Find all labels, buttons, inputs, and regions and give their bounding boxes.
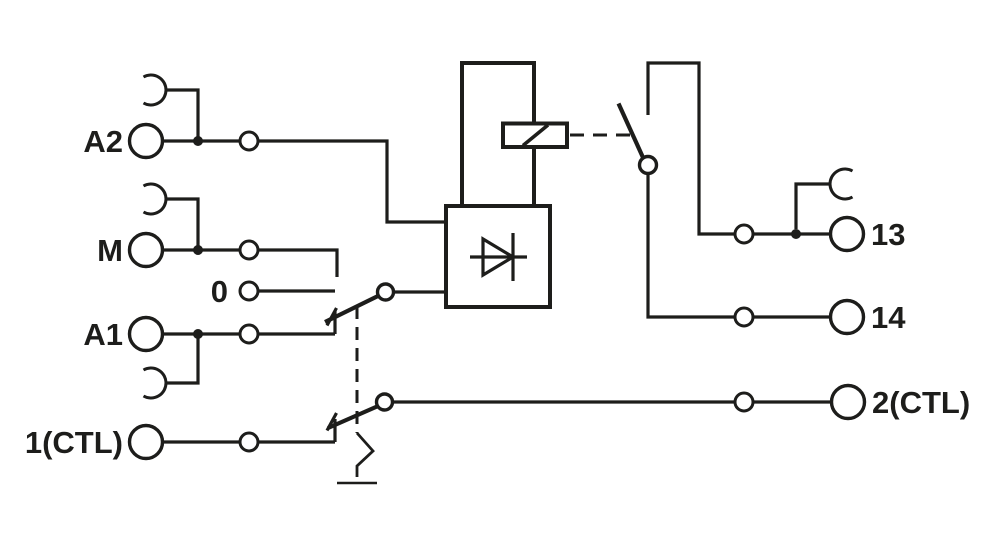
terminal-label-1ctl: 1(CTL) — [25, 425, 123, 460]
jumper-bridge-a2 — [142, 73, 200, 137]
no-contact-pivot-circle — [637, 154, 659, 176]
control-pivot-circle — [374, 392, 395, 412]
terminal-circle-m — [127, 231, 165, 269]
switches — [324, 102, 645, 432]
jumper-bridge-m — [142, 182, 200, 246]
manual-actuator-icon — [337, 432, 377, 485]
jumper-arc-icon — [142, 182, 168, 216]
terminal-label-0: 0 — [211, 274, 228, 309]
relay-coil-symbol — [501, 121, 569, 149]
jumper-wire-m — [165, 197, 200, 246]
junction-dot-a1 — [193, 329, 203, 339]
jumper-wire-a1 — [165, 338, 200, 385]
wire-m-to-selector — [258, 248, 339, 277]
socket-circle-1ctl — [238, 431, 260, 453]
terminal-circle-13 — [828, 215, 866, 253]
no-contact-blade — [616, 102, 645, 159]
mechanical-links — [337, 133, 637, 485]
manual-actuator-zigzag — [355, 432, 375, 477]
terminal-circle-1ctl — [127, 423, 165, 461]
socket-circle-0 — [238, 280, 260, 302]
control-contact-switch — [325, 404, 378, 432]
socket-circle-a1 — [238, 323, 260, 345]
terminal-circles — [127, 122, 867, 461]
terminal-circle-2ctl — [829, 383, 867, 421]
terminal-label-a1: A1 — [83, 317, 123, 352]
jumper-arc-icon — [828, 167, 854, 201]
wire-contact-to-14 — [646, 173, 735, 319]
relay-coil-slash — [521, 123, 550, 147]
jumper-bridge-13 — [794, 167, 854, 229]
wiring — [162, 61, 832, 444]
terminal-label-m: M — [97, 233, 123, 268]
switch-pivots — [374, 154, 659, 412]
socket-circle-a2 — [238, 130, 260, 152]
jumper-wire-13 — [794, 182, 830, 229]
diode-triangle — [481, 236, 517, 278]
junction-dot-m — [193, 245, 203, 255]
socket-circle-m — [238, 239, 260, 261]
jumper-arc-icon — [142, 73, 168, 107]
socket-circle-13 — [733, 223, 755, 245]
control-blade — [327, 404, 378, 430]
terminal-circle-a2 — [127, 122, 165, 160]
wire-contact-bracket-13 — [646, 61, 735, 236]
socket-circles — [238, 130, 755, 453]
selector-switch — [324, 294, 379, 327]
control-contact-tick — [325, 412, 338, 432]
terminal-circle-a1 — [127, 315, 165, 353]
terminal-circle-14 — [828, 298, 866, 336]
terminal-label-13: 13 — [871, 217, 905, 252]
jumper-wire-a2 — [165, 88, 200, 137]
relay-no-contact — [616, 102, 645, 159]
selector-blade — [324, 294, 379, 324]
socket-circle-14 — [733, 306, 755, 328]
wire-a2-to-rectifier — [258, 139, 446, 224]
terminal-label-a2: A2 — [83, 124, 123, 159]
diode-icon — [470, 233, 527, 281]
jumper-bridges — [142, 73, 854, 400]
terminal-label-14: 14 — [871, 300, 906, 335]
terminal-label-2ctl: 2(CTL) — [872, 385, 970, 420]
jumper-arc-icon — [142, 366, 168, 400]
junction-dots — [193, 136, 801, 339]
jumper-bridge-a1 — [142, 338, 200, 400]
junction-dot-13 — [791, 229, 801, 239]
selector-contact-tick — [325, 307, 338, 327]
relay-assembly — [444, 61, 569, 309]
socket-circle-2ctl — [733, 391, 755, 413]
selector-pivot-circle — [375, 282, 396, 302]
terminal-labels: A2 M 0 A1 1(CTL) 13 14 2(CTL) — [25, 124, 970, 460]
junction-dot-a2 — [193, 136, 203, 146]
